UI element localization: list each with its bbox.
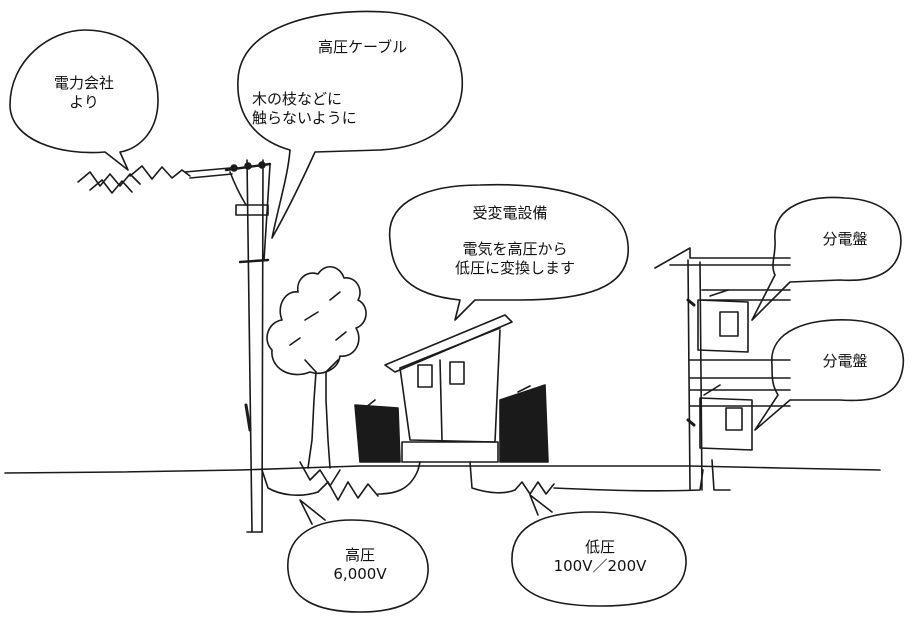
low-voltage-label: 低圧 100V／200V (525, 538, 675, 576)
high-voltage-line2: 6,000V (333, 565, 387, 583)
panel-upper-box (697, 299, 749, 353)
low-voltage-line2: 100V／200V (553, 557, 647, 575)
substation-line1: 電気を高圧から (462, 240, 568, 258)
panel-lower-bubble (754, 319, 905, 431)
power-company-line2: より (69, 93, 99, 111)
substation-line2: 低圧に変換します (454, 259, 575, 277)
low-voltage-line1: 低圧 (584, 538, 615, 556)
high-voltage-line1: 高圧 (344, 546, 375, 564)
high-voltage-cable-bubble (237, 10, 464, 239)
utility-pole (224, 159, 272, 533)
high-voltage-label: 高圧 6,000V (310, 546, 410, 584)
high-voltage-cable-line2: 触らないように (252, 109, 357, 127)
building (654, 247, 791, 491)
power-company-bubble (9, 29, 159, 171)
panel-upper-bubble (751, 196, 902, 321)
power-company-label: 電力会社 より (44, 74, 124, 112)
substation-bubble (388, 183, 629, 321)
substation-note: 電気を高圧から 低圧に変換します (440, 240, 590, 278)
incoming-lines (77, 165, 233, 194)
power-company-line1: 電力会社 (53, 74, 114, 92)
substation-unit (354, 314, 549, 463)
high-voltage-cable-title: 高圧ケーブル (318, 38, 408, 56)
high-voltage-cable-note: 木の枝などに 触らないように (252, 90, 357, 128)
high-voltage-bubble (287, 499, 429, 613)
panel-lower-label: 分電盤 (822, 352, 868, 370)
high-voltage-cable-line1: 木の枝などに (252, 90, 343, 108)
panel-upper-label: 分電盤 (822, 230, 868, 248)
underground-cables (261, 459, 731, 501)
panel-lower-box (699, 397, 753, 451)
substation-title: 受変電設備 (472, 204, 548, 222)
low-voltage-bubble (511, 494, 687, 607)
tree (266, 266, 367, 469)
ground-line (4, 465, 881, 474)
